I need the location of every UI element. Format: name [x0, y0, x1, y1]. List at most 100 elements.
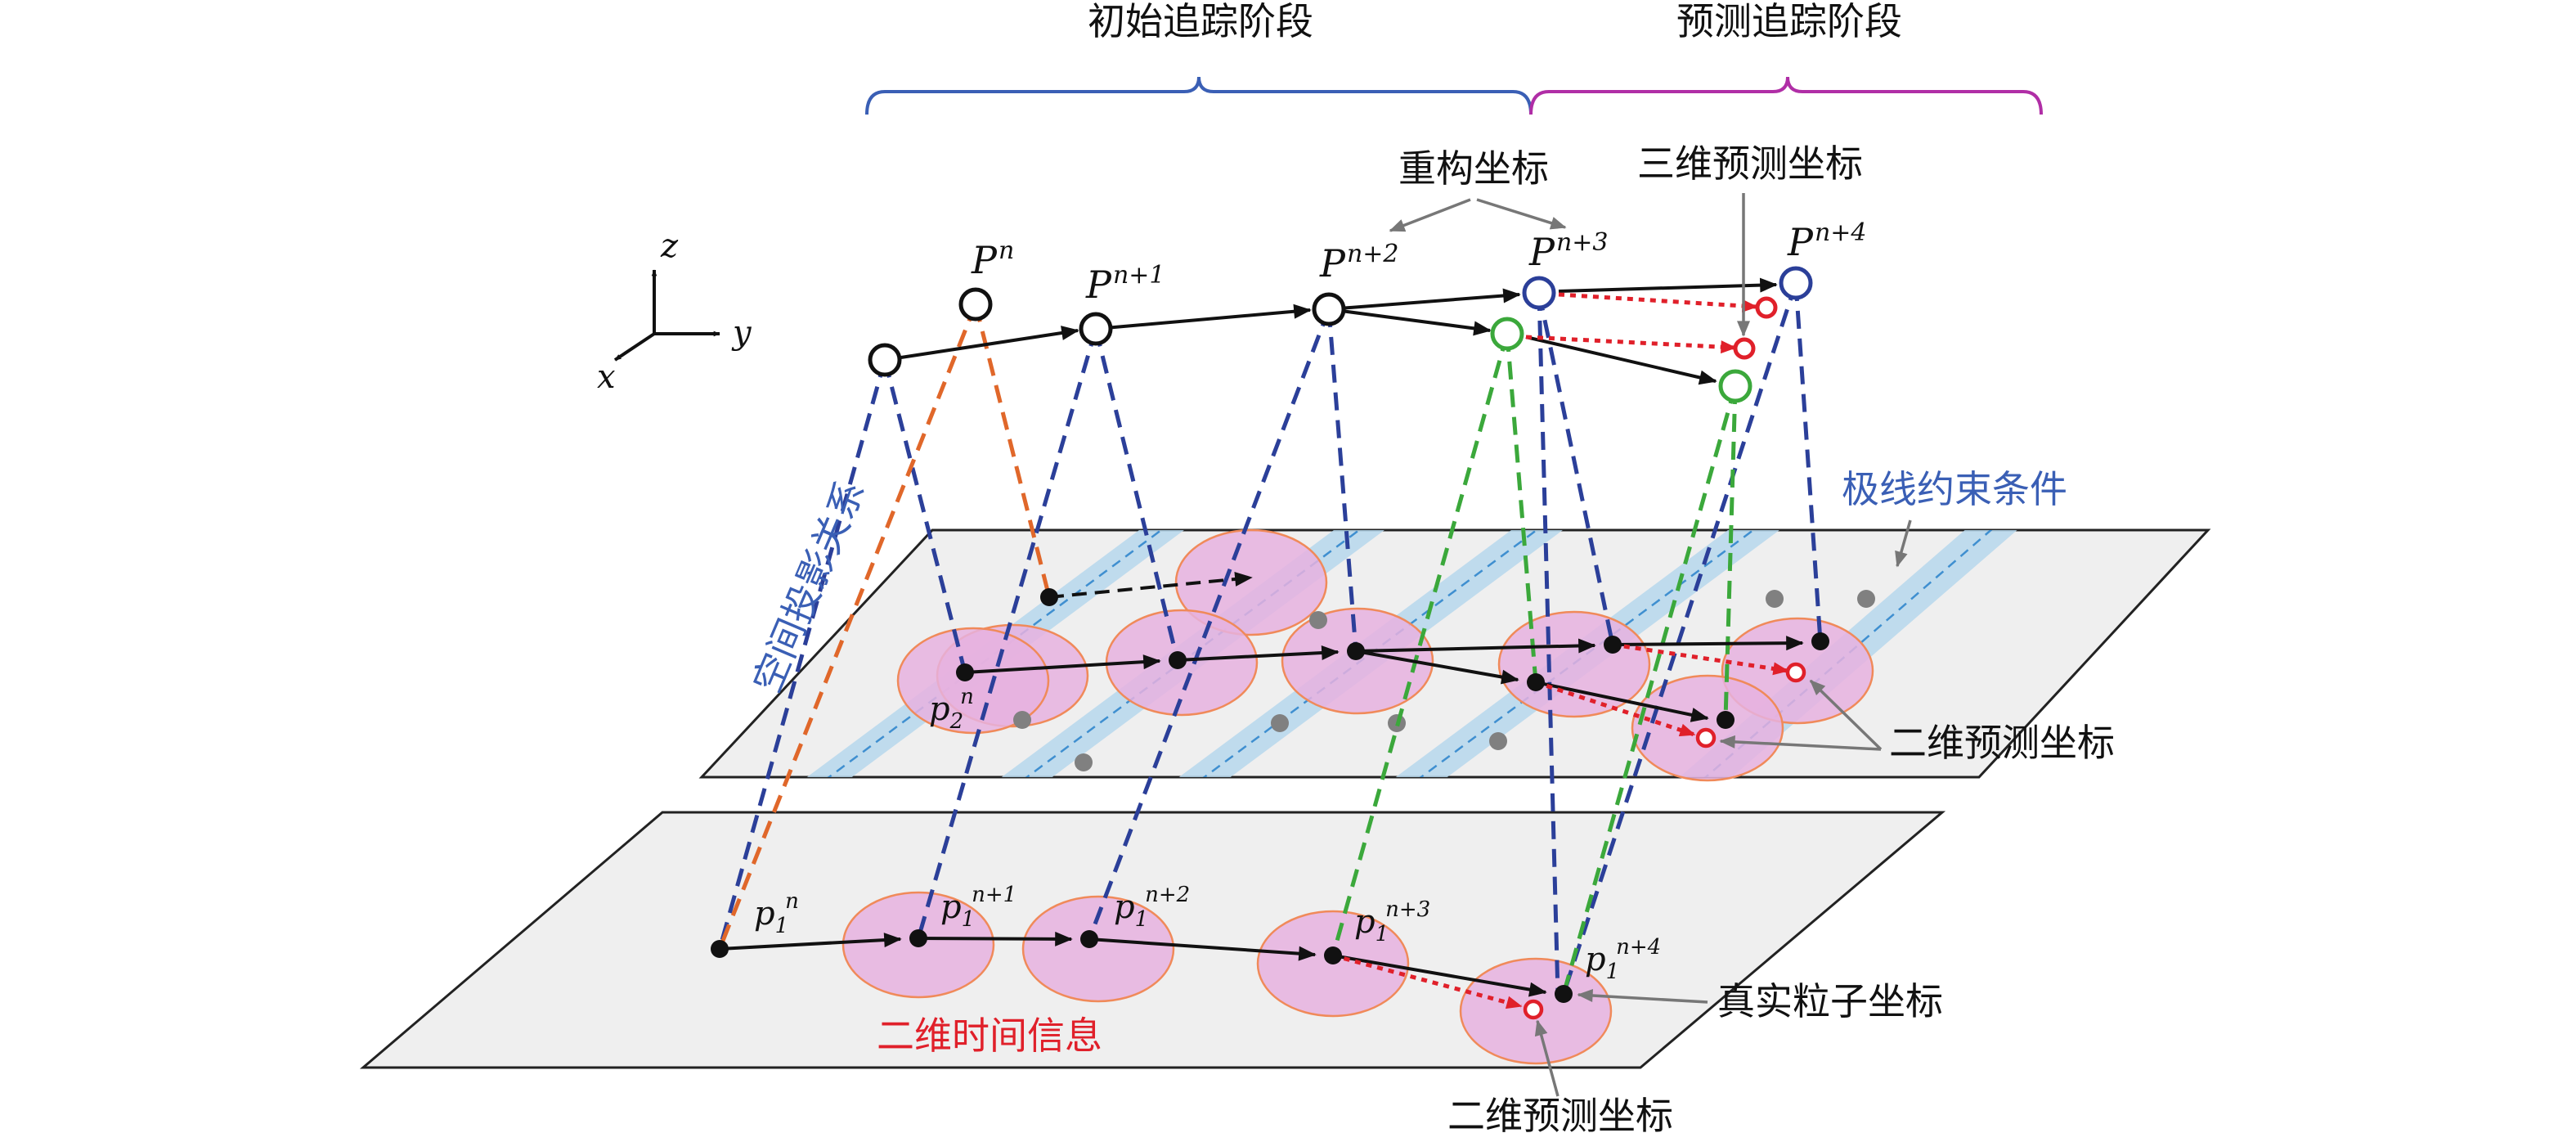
points-2d-lower — [711, 929, 1573, 1020]
projection-line — [717, 303, 978, 950]
pred2d-upper-pointers — [1719, 679, 1883, 751]
svg-text:p1n: p1n — [754, 889, 799, 938]
noise-particle — [1489, 732, 1507, 750]
pred-arrow — [1558, 292, 1758, 312]
epipolar-line — [823, 530, 1165, 777]
pred2d-upper-label: 二维预测坐标 — [1889, 721, 2115, 765]
time-info-label: 二维时间信息 — [877, 1014, 1102, 1058]
point-2d — [1347, 642, 1365, 660]
predict-phase-bracket — [1529, 76, 2043, 115]
point-2d-p2n — [956, 663, 974, 681]
point-3d-pn4 — [1779, 266, 1813, 300]
projection-line-green — [1331, 333, 1510, 956]
label-p1n: p1n — [754, 889, 799, 938]
traj2d-segment — [719, 933, 902, 951]
point-2d-p1n3 — [1324, 946, 1342, 964]
noise-particle — [1766, 590, 1784, 608]
label-pn4: Pn+4 — [1787, 218, 1867, 264]
pred2d-arrow — [1332, 953, 1523, 1009]
point-2d-p1n4 — [1555, 985, 1573, 1003]
traj-segment — [1558, 277, 1778, 293]
projection-line — [1561, 282, 1798, 995]
point-3d-pn1 — [1079, 312, 1113, 346]
predicted-2d-point — [1785, 662, 1806, 683]
svg-text:Pn+2: Pn+2 — [1319, 240, 1399, 286]
projection-lines — [717, 282, 1823, 995]
svg-text:p1n+4: p1n+4 — [1585, 935, 1661, 984]
projection-line-green — [1505, 333, 1538, 683]
point-2d — [1040, 588, 1058, 606]
prediction-3d — [1525, 292, 1758, 354]
pred2d-lower-pointer — [1534, 1019, 1560, 1097]
noise-particle — [1271, 714, 1289, 732]
x-axis-label: x — [597, 358, 616, 396]
search-region — [896, 627, 1050, 735]
projection-line-green — [1561, 385, 1738, 995]
reconstructed-pointers — [1389, 198, 1567, 232]
traj-segment — [884, 326, 1079, 362]
trajectory-2d-lower — [719, 931, 1547, 997]
real-particle-label: 真实粒子坐标 — [1717, 979, 1943, 1023]
point-2d — [1169, 651, 1187, 669]
label-p1n3: p1n+3 — [1354, 897, 1430, 946]
trajectory-2d-upper — [964, 571, 1804, 722]
traj2d-segment — [918, 931, 1073, 946]
svg-text:Pn+4: Pn+4 — [1787, 218, 1867, 264]
label-p1n2: p1n+2 — [1114, 883, 1190, 932]
epipolar-pointer — [1895, 519, 1912, 568]
label-p2n: p2n — [929, 685, 974, 734]
label-pn2: Pn+2 — [1319, 240, 1399, 286]
point-2d-p1n1 — [909, 929, 927, 947]
phase-brackets — [865, 76, 2043, 115]
predicted-3d-point — [1733, 337, 1756, 360]
point-3d-pn — [958, 287, 993, 321]
traj2d-segment — [1088, 937, 1317, 961]
epipolar-line — [1198, 530, 1541, 777]
y-axis-label: y — [731, 314, 752, 352]
label-pn: Pn — [971, 236, 1014, 282]
predicted-3d-point — [1755, 296, 1778, 319]
points-3d — [868, 266, 1813, 403]
real-particle-pointer — [1577, 989, 1708, 1004]
epipolar-line — [1021, 530, 1363, 777]
traj-segment — [1525, 335, 1717, 385]
label-pn3: Pn+3 — [1528, 228, 1609, 274]
projection-line — [916, 328, 1098, 939]
projection-line — [1087, 308, 1331, 940]
pred3d-label: 三维预测坐标 — [1637, 142, 1863, 186]
predict-phase-label: 预测追踪阶段 — [1676, 0, 1902, 43]
point-3d-pn3 — [1522, 276, 1556, 310]
axes — [613, 269, 720, 362]
point-3d-green — [1718, 369, 1752, 403]
svg-text:p1n+2: p1n+2 — [1114, 883, 1190, 932]
search-region — [1281, 607, 1434, 715]
traj2d-segment — [1535, 681, 1709, 722]
projection-line — [1793, 282, 1823, 642]
pred2d-lower-label: 二维预测坐标 — [1447, 1094, 1673, 1138]
z-axis-label: z — [660, 227, 679, 265]
predicted-2d-point — [1523, 999, 1544, 1020]
svg-text:Pn+1: Pn+1 — [1085, 261, 1165, 307]
point-2d-p1n2 — [1080, 930, 1098, 948]
projection-line — [717, 359, 887, 950]
svg-text:Pn: Pn — [971, 236, 1014, 282]
projection-line — [1537, 292, 1615, 645]
projection-line — [1537, 292, 1560, 995]
traj2d-segment — [964, 654, 1161, 674]
projection-line — [1326, 308, 1358, 652]
projection-line-green — [1723, 385, 1738, 721]
traj-segment — [1095, 303, 1312, 330]
predicted-2d-point — [1695, 727, 1717, 749]
x-axis — [613, 332, 656, 362]
noise-particle — [1309, 611, 1327, 629]
pred-arrow — [1525, 335, 1737, 354]
epipolar-line — [1415, 530, 1757, 777]
point-3d-start — [868, 343, 902, 377]
label-p1n4: p1n+4 — [1585, 935, 1661, 984]
prediction-2d-lower — [1332, 953, 1523, 1009]
label-pn1: Pn+1 — [1085, 261, 1165, 307]
svg-text:Pn+3: Pn+3 — [1528, 228, 1609, 274]
points-2d-upper — [956, 588, 1829, 749]
traj-segment — [1328, 308, 1492, 336]
